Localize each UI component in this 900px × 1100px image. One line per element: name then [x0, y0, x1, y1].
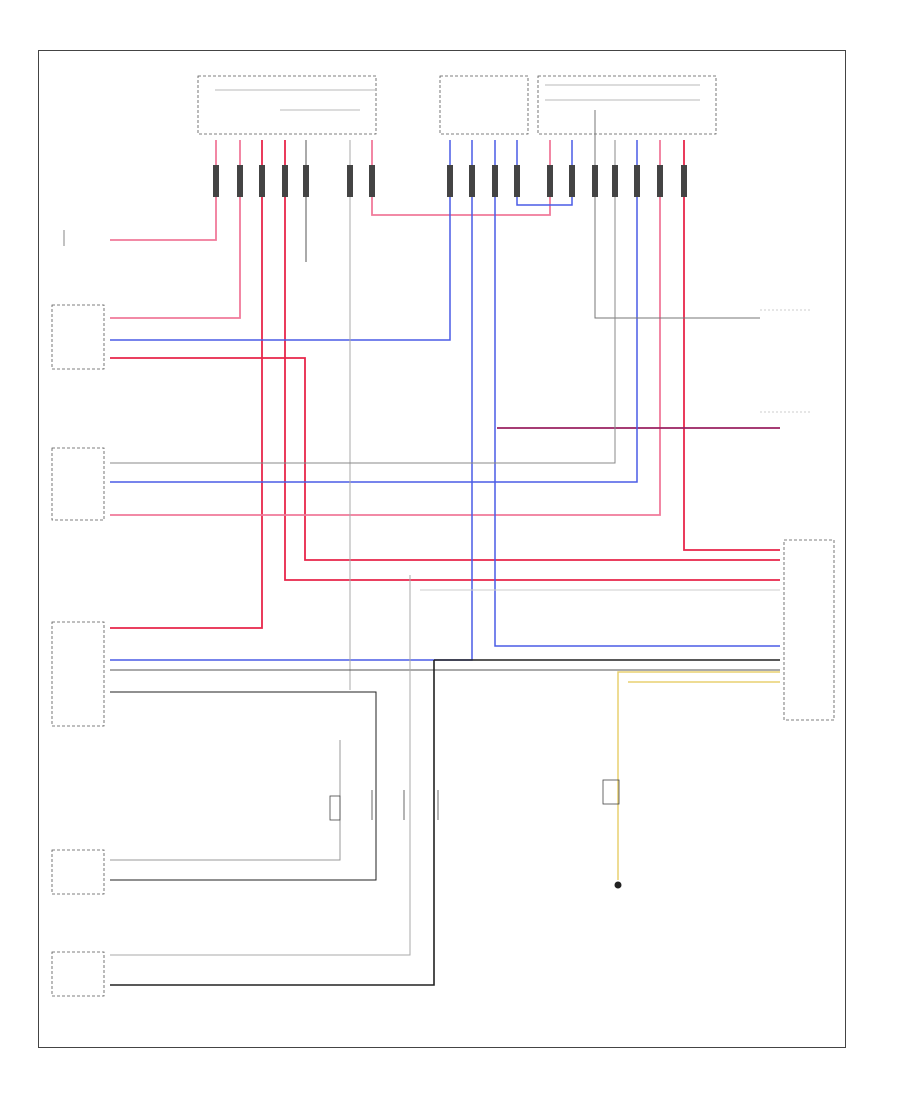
wires-yellow — [617, 671, 780, 880]
wires-gray — [110, 110, 780, 986]
wires-blue — [110, 140, 780, 661]
diagram-frame — [38, 50, 846, 1048]
top-mid-connector — [439, 75, 529, 135]
right-module-main — [783, 539, 835, 721]
left-module-2 — [51, 304, 105, 370]
connector-pins — [213, 165, 687, 197]
bottom-resistor — [602, 779, 620, 805]
left-module-4 — [51, 621, 105, 727]
wires-red — [110, 140, 780, 629]
switch-block — [329, 790, 439, 821]
ground-point — [614, 881, 622, 889]
left-module-5 — [51, 849, 105, 895]
top-right-module — [537, 75, 717, 135]
left-module-3 — [51, 447, 105, 521]
top-left-connector — [197, 75, 377, 135]
left-module-6 — [51, 951, 105, 997]
